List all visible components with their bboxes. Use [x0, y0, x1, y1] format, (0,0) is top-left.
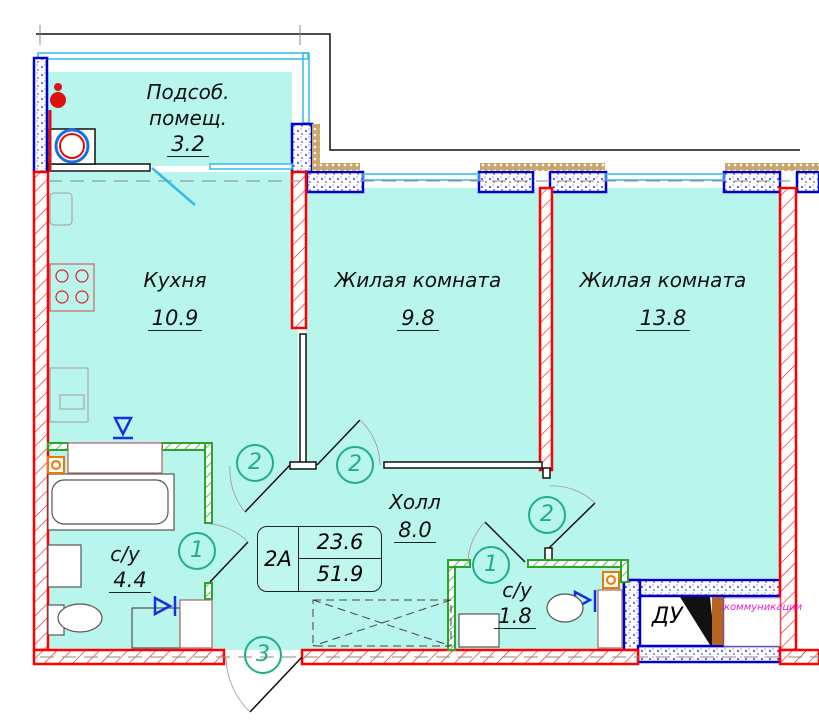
windows — [362, 173, 725, 181]
utility-partition — [47, 163, 293, 206]
toilet-icon — [546, 593, 584, 623]
bathroom-1-fixtures — [47, 442, 213, 649]
door-marker: 2 — [236, 444, 274, 482]
living-room-2-name: Жилая комната — [579, 268, 747, 292]
living-room-1-area: 9.8 — [397, 306, 439, 331]
sink-icon — [49, 367, 89, 423]
hall-name: Холл — [389, 490, 441, 514]
utility-room-name-1: Подсоб. — [146, 80, 230, 104]
apartment-total-area: 51.9 — [316, 562, 364, 586]
living-room-1-name: Жилая комната — [334, 268, 502, 292]
bathroom-1-area: 4.4 — [109, 568, 151, 593]
door-marker: 1 — [178, 532, 216, 570]
door-marker: 2 — [336, 446, 374, 484]
living-room-2-area: 13.8 — [635, 306, 691, 331]
bathroom-2-fixtures — [458, 571, 623, 649]
utility-room-name-2: помещ. — [149, 106, 227, 130]
shaft-label: ДУ — [652, 604, 683, 629]
fridge-icon — [49, 192, 73, 226]
apartment-type: 2А — [258, 527, 299, 591]
building-outline — [36, 25, 800, 151]
floor-fill — [48, 72, 780, 650]
bathroom-1-name: с/у — [110, 542, 140, 566]
kitchen-area: 10.9 — [147, 306, 203, 331]
utility-room-area: 3.2 — [167, 132, 209, 157]
communications-label: коммуникации — [724, 602, 803, 613]
boiler-icon — [48, 83, 96, 172]
washbasin-icon — [47, 544, 82, 588]
door-marker: 1 — [472, 546, 510, 584]
apartment-living-area: 23.6 — [299, 527, 381, 559]
door-marker: 2 — [528, 496, 566, 534]
kitchen-name: Кухня — [143, 268, 207, 292]
door-leaves — [209, 419, 596, 713]
bathroom-2-area: 1.8 — [494, 604, 536, 629]
storage-area — [312, 599, 452, 647]
hall-area: 8.0 — [394, 518, 436, 543]
door-marker: 3 — [244, 636, 282, 674]
ventilation-shaft — [638, 594, 781, 648]
axis-lines — [40, 180, 819, 658]
apartment-badge: 2А 23.6 51.9 — [257, 526, 382, 592]
washbasin-icon — [458, 613, 500, 648]
columns — [32, 56, 819, 664]
stove-icon — [49, 263, 95, 312]
brick-cladding — [312, 124, 819, 171]
bathroom-2-name: с/у — [502, 578, 532, 602]
kitchen-fixtures — [49, 192, 95, 423]
